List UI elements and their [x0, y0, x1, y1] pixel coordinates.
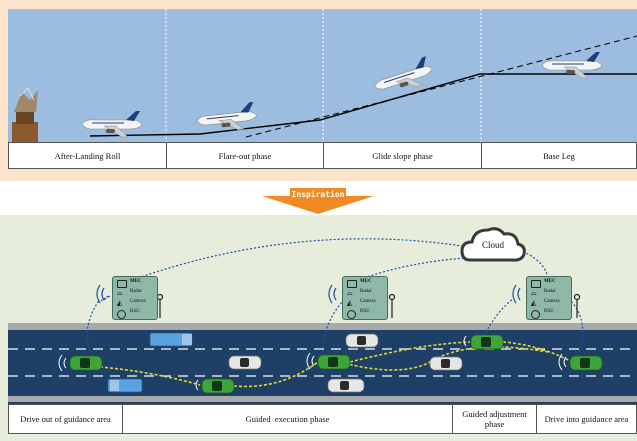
- phase-label: Glide slope phase: [324, 143, 482, 168]
- radar-label: Radar: [544, 289, 556, 294]
- top-phase-table: After-Landing Roll Flare-out phase Glide…: [8, 142, 637, 169]
- road-curb: [8, 396, 637, 402]
- camera-icon: ◭: [117, 299, 123, 307]
- control-tower-icon: [12, 87, 38, 142]
- edge-station-box: ⌓ ◭ MEC Radar Camera RSU: [342, 276, 388, 320]
- airplane-icon: [81, 111, 143, 138]
- edge-station-box: ⌓ ◭ MEC Radar Camera RSU: [112, 276, 158, 320]
- silver-car-icon: [228, 355, 262, 370]
- airplane-icon: [196, 101, 258, 130]
- camera-label: Camera: [130, 299, 146, 304]
- phase-label: Drive out of guidance area: [9, 405, 123, 433]
- camera-icon: ◭: [531, 299, 537, 307]
- mec-label: MEC: [130, 279, 142, 284]
- airplane-icon: [374, 56, 433, 90]
- rsu-label: RSU: [360, 309, 370, 314]
- radar-icon: ⌓: [347, 289, 353, 297]
- camera-label: Camera: [360, 299, 376, 304]
- green-car-icon: [470, 334, 504, 350]
- phase-label: Drive into guidance area: [544, 414, 629, 424]
- mec-icon: [531, 280, 541, 288]
- mec-icon: [117, 280, 127, 288]
- rsu-icon: [531, 310, 540, 319]
- silver-car-icon: [327, 378, 365, 393]
- light-pole-icon: [156, 293, 581, 318]
- phase-label: Flare-out phase: [167, 143, 324, 168]
- edge-station-box: ⌓ ◭ MEC Radar Camera RSU: [526, 276, 572, 320]
- silver-car-icon: [429, 356, 463, 371]
- green-car-icon: [569, 355, 603, 371]
- mec-icon: [347, 280, 357, 288]
- blue-truck-icon: [149, 332, 193, 347]
- mec-label: MEC: [360, 279, 372, 284]
- silver-car-icon: [345, 333, 379, 348]
- rsu-icon: [117, 310, 126, 319]
- camera-label: Camera: [544, 299, 560, 304]
- glide-slope-extension: [245, 35, 637, 138]
- airplane-icon: [541, 52, 603, 79]
- phase-label: After-Landing Roll: [9, 143, 167, 168]
- radar-icon: ⌓: [117, 289, 123, 297]
- phase-label: Base Leg: [543, 150, 575, 161]
- green-car-icon: [317, 354, 351, 370]
- road-curb: [8, 323, 637, 330]
- blue-truck-icon: [107, 378, 143, 393]
- camera-icon: ◭: [347, 299, 353, 307]
- approach-diagram: [12, 9, 637, 142]
- flight-path: [89, 73, 637, 137]
- mec-label: MEC: [544, 279, 556, 284]
- down-arrow-icon: [262, 188, 374, 214]
- cloud-icon: [460, 227, 526, 262]
- bottom-phase-table: Drive out of guidance area Guided execut…: [8, 404, 637, 434]
- phase-label: Guided adjustment phase: [453, 405, 537, 433]
- inspiration-label: Inspiration: [291, 190, 345, 199]
- radar-label: Radar: [130, 289, 142, 294]
- radar-icon: ⌓: [531, 289, 537, 297]
- phase-label: Guided execution phase: [123, 405, 453, 433]
- rsu-label: RSU: [130, 309, 140, 314]
- radar-label: Radar: [360, 289, 372, 294]
- green-car-icon: [201, 378, 235, 394]
- rsu-label: RSU: [544, 309, 554, 314]
- rsu-icon: [347, 310, 356, 319]
- cloud-label: Cloud: [481, 240, 504, 250]
- green-car-icon: [69, 355, 103, 371]
